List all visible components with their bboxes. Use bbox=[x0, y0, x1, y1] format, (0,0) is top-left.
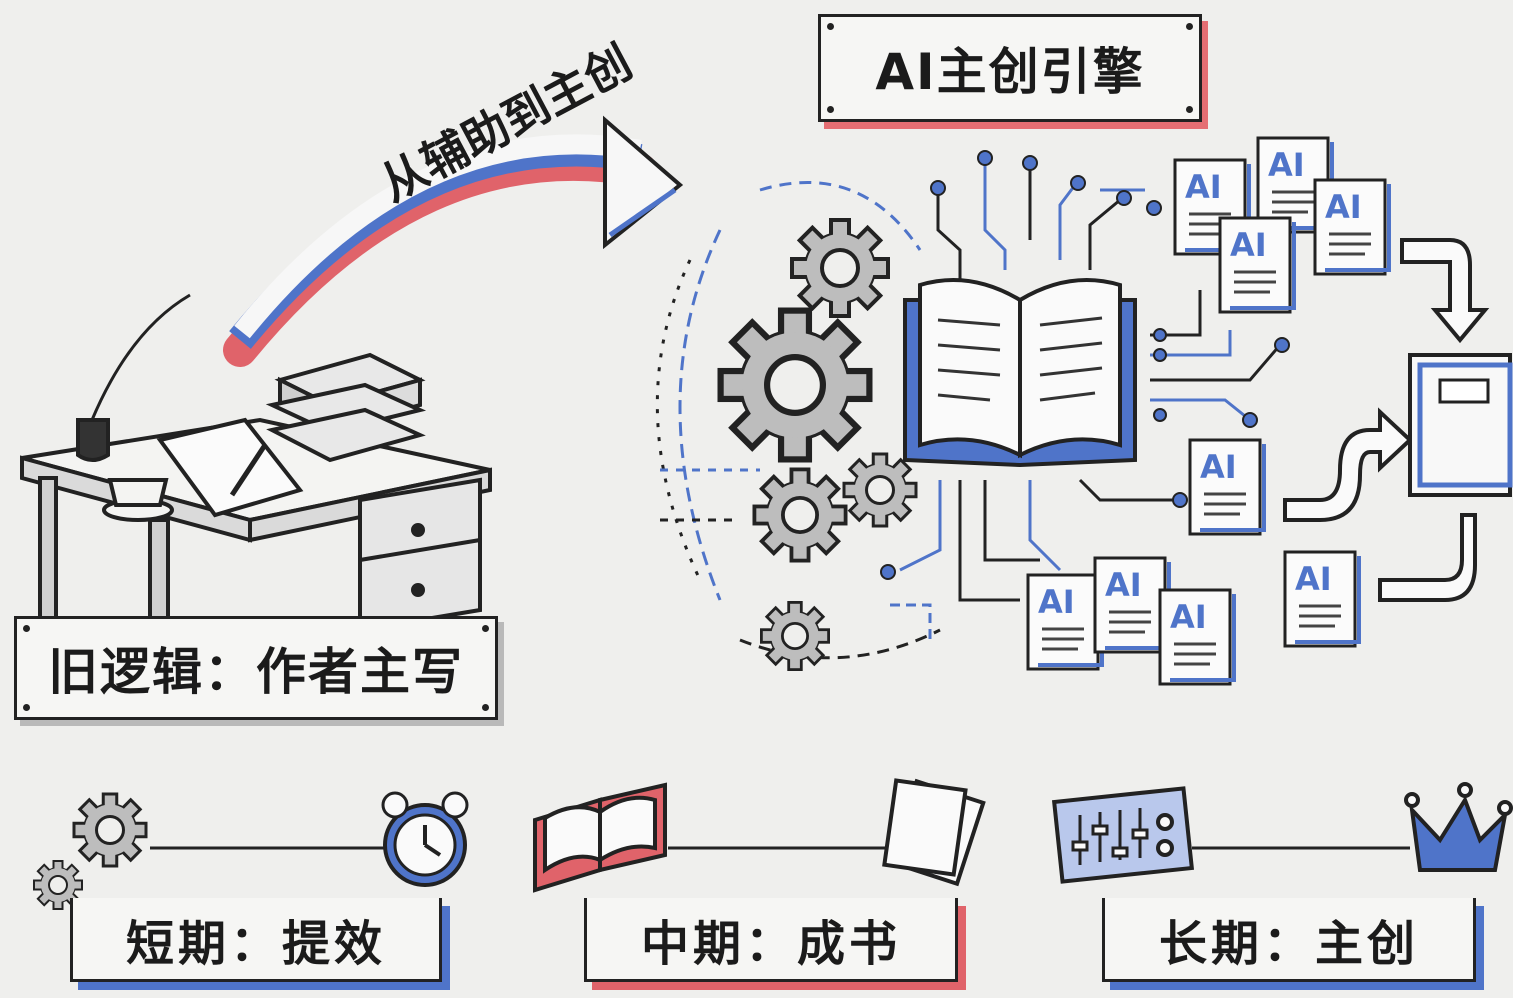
paper-stack-icon bbox=[882, 778, 986, 887]
old-logic-label: 旧逻辑：作者主写 bbox=[14, 616, 498, 720]
svg-text:AI: AI bbox=[1268, 146, 1305, 184]
phase-label: 长期：主创 bbox=[1158, 915, 1419, 972]
writing-desk-illustration bbox=[20, 293, 492, 633]
ai-doc: AI bbox=[1093, 556, 1171, 654]
svg-text:AI: AI bbox=[1038, 583, 1075, 621]
old-logic-text: 旧逻辑：作者主写 bbox=[48, 643, 464, 701]
svg-text:AI: AI bbox=[1105, 566, 1142, 604]
phase-label: 中期：成书 bbox=[640, 915, 901, 972]
svg-text:AI: AI bbox=[1170, 598, 1207, 636]
motion-swirls bbox=[655, 181, 941, 660]
transition-arrow bbox=[223, 115, 684, 367]
pin-dot bbox=[827, 106, 834, 113]
phase-label: 短期：提效 bbox=[125, 915, 386, 972]
pin-dot bbox=[1186, 23, 1193, 30]
pin-dot bbox=[23, 625, 30, 632]
svg-text:AI: AI bbox=[1325, 188, 1362, 226]
gear-icon bbox=[33, 792, 148, 910]
pin-dot bbox=[482, 625, 489, 632]
phase-short-term: 短期：提效 bbox=[70, 898, 442, 982]
control-panel-icon bbox=[1051, 786, 1195, 884]
ai-doc: AI bbox=[1313, 178, 1391, 276]
ai-doc: AI bbox=[1188, 438, 1266, 536]
ai-doc: AI bbox=[1256, 136, 1334, 234]
ai-doc: AI bbox=[1173, 158, 1251, 256]
pin-dot bbox=[23, 704, 30, 711]
svg-text:AI: AI bbox=[1295, 560, 1332, 598]
ai-doc: AI bbox=[1283, 550, 1361, 648]
engine-title-text: AI主创引擎 bbox=[875, 43, 1145, 101]
phase-mid-term: 中期：成书 bbox=[584, 898, 958, 982]
ai-doc: AI bbox=[1158, 588, 1236, 686]
pin-dot bbox=[827, 23, 834, 30]
finished-book-icon bbox=[1408, 353, 1513, 497]
open-book-icon bbox=[903, 278, 1137, 468]
ai-documents: AI AI AI AI AI AI AI AI AI bbox=[1026, 136, 1391, 686]
ai-doc: AI bbox=[1026, 573, 1104, 671]
pin-dot bbox=[1186, 106, 1193, 113]
circuit-nodes bbox=[880, 150, 1290, 580]
engine-title: AI主创引擎 bbox=[818, 14, 1202, 122]
svg-text:AI: AI bbox=[1200, 448, 1237, 486]
pin-dot bbox=[482, 704, 489, 711]
gear-cluster bbox=[721, 218, 918, 671]
svg-text:AI: AI bbox=[1230, 226, 1267, 264]
flow-arrows bbox=[1283, 238, 1490, 602]
ai-doc: AI bbox=[1218, 216, 1296, 314]
crown-icon bbox=[1404, 782, 1513, 872]
open-book-small-icon bbox=[533, 782, 667, 893]
svg-text:AI: AI bbox=[1185, 168, 1222, 206]
alarm-clock-icon bbox=[381, 791, 469, 887]
circuit-lines bbox=[890, 160, 1282, 640]
phase-long-term: 长期：主创 bbox=[1102, 898, 1476, 982]
